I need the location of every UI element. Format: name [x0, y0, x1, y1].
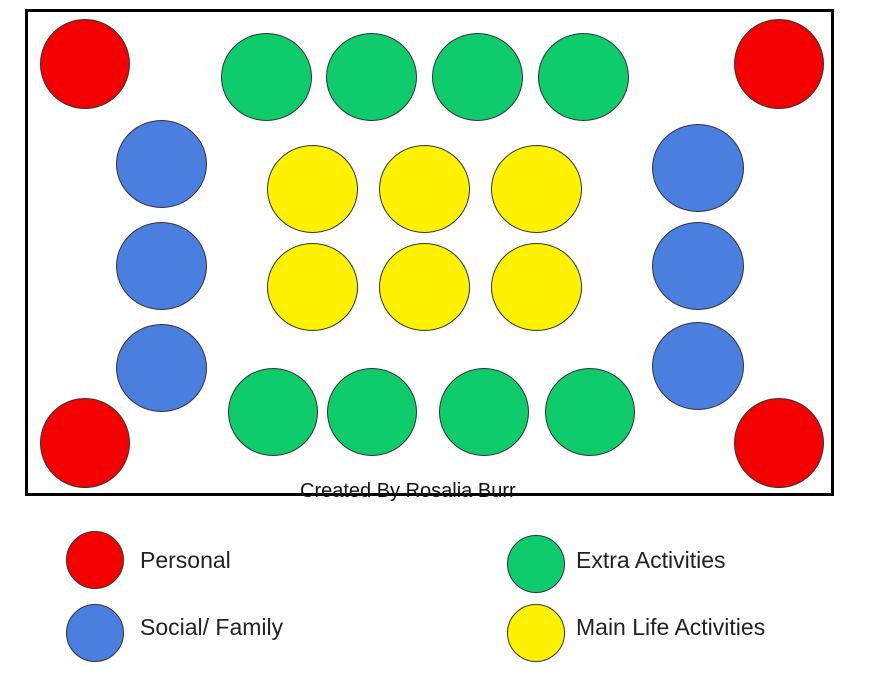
- legend-main-life-activities-swatch: [507, 604, 565, 662]
- personal-circle-bottom-right: [734, 398, 824, 488]
- legend-main-life-activities-label: Main Life Activities: [576, 614, 766, 640]
- legend-extra-activities-label: Extra Activities: [576, 547, 726, 573]
- extra-circle-top-1: [221, 33, 312, 121]
- main-circle-row2-1: [267, 243, 358, 331]
- social-circle-left-3: [116, 324, 207, 412]
- main-circle-row1-2: [379, 145, 470, 233]
- legend-social-family-swatch: [66, 604, 124, 662]
- legend-personal-swatch: [66, 531, 124, 589]
- personal-circle-top-left: [40, 19, 130, 109]
- social-circle-left-1: [116, 120, 207, 208]
- social-circle-right-3: [652, 322, 744, 410]
- credit-text: Created By Rosalia Burr: [300, 480, 516, 502]
- main-circle-row2-3: [491, 243, 582, 331]
- extra-circle-top-2: [326, 33, 417, 121]
- extra-circle-bottom-4: [545, 368, 635, 456]
- personal-circle-top-right: [734, 19, 824, 109]
- personal-circle-bottom-left: [40, 398, 130, 488]
- legend-extra-activities-swatch: [507, 535, 565, 593]
- main-circle-row1-1: [267, 145, 358, 233]
- social-circle-right-2: [652, 222, 744, 310]
- extra-circle-bottom-2: [327, 368, 417, 456]
- main-circle-row1-3: [491, 145, 582, 233]
- social-circle-left-2: [116, 222, 207, 310]
- main-circle-row2-2: [379, 243, 470, 331]
- legend-social-family-label: Social/ Family: [140, 614, 284, 640]
- legend-personal-label: Personal: [140, 547, 231, 573]
- social-circle-right-1: [652, 124, 744, 212]
- extra-circle-top-3: [432, 33, 523, 121]
- extra-circle-bottom-3: [439, 368, 529, 456]
- extra-circle-bottom-1: [228, 368, 318, 456]
- extra-circle-top-4: [538, 33, 629, 121]
- diagram-frame: [25, 9, 834, 496]
